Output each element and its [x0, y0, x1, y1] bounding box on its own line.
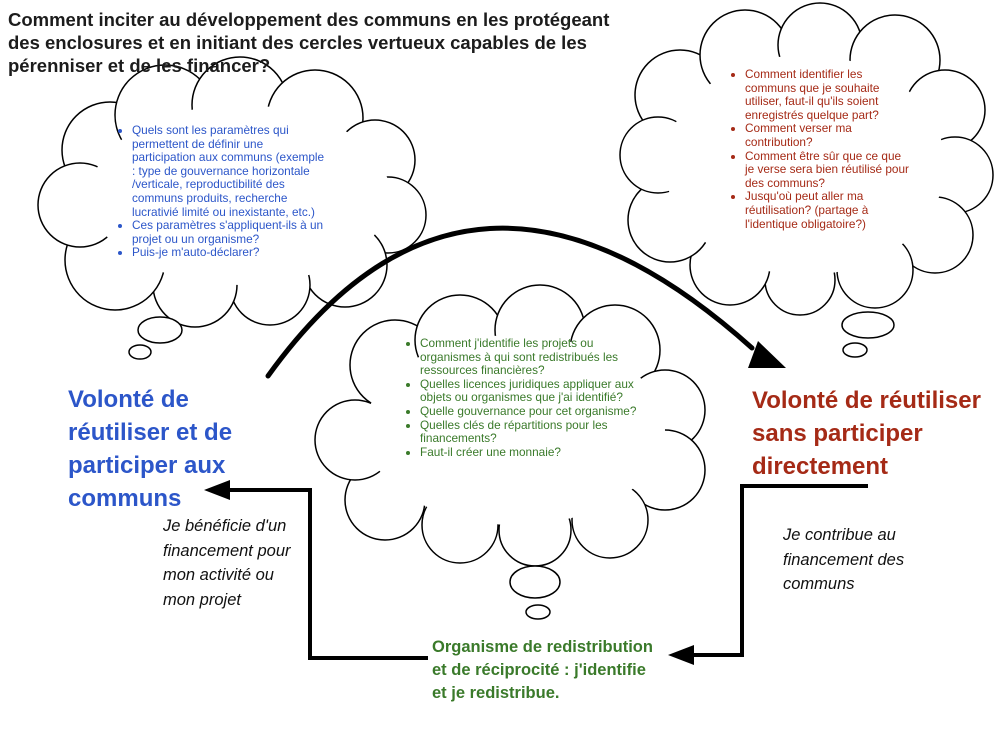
center-question: Quelles clés de répartitions pour les fi… [420, 418, 648, 446]
node-right-label: Volonté de réutiliser sans participer di… [752, 387, 981, 480]
left-flow-arrowhead [204, 480, 230, 500]
right-flow-arrowhead [668, 645, 694, 665]
left-question: Quels sont les paramètres qui permettent… [132, 123, 325, 219]
center-question: Faut-il créer une monnaie? [420, 445, 648, 460]
node-bottom-label: Organisme de redistribution et de récipr… [432, 638, 653, 702]
right-question: Comment identifier les communs que je so… [745, 67, 913, 122]
caption-right: Je contribue au financement des communs [783, 526, 905, 593]
left-flow-arrow [226, 488, 428, 660]
left-question: Ces paramètres s'appliquent-ils à un pro… [132, 218, 325, 246]
right-question: Comment verser ma contribution? [745, 122, 913, 149]
right-question: Jusqu'où peut aller ma réutilisation? (p… [745, 190, 913, 231]
cloud-center [314, 284, 706, 620]
caption-left: Je bénéficie d'un financement pour mon a… [163, 517, 291, 609]
center-question: Comment j'identifie les projets ou organ… [420, 336, 648, 378]
center-question: Quelle gouvernance pour cet organisme? [420, 404, 648, 419]
cloud-center-text: Comment j'identifie les projets ou organ… [398, 336, 648, 460]
cloud-left [37, 56, 427, 360]
cloud-right-text: Comment identifier les communs que je so… [723, 67, 913, 231]
top-curve-arrowhead [748, 341, 786, 368]
right-flow-arrow [690, 484, 868, 657]
right-question: Comment être sûr que ce que je verse ser… [745, 149, 913, 191]
top-curve-arrow [265, 225, 755, 379]
center-question: Quelles licences juridiques appliquer au… [420, 377, 648, 405]
cloud-right [619, 2, 994, 358]
node-left-label: Volonté de réutiliser et de participer a… [68, 386, 233, 512]
page-title: Comment inciter au développement des com… [8, 9, 610, 76]
left-question: Puis-je m'auto-déclarer? [132, 246, 325, 260]
cloud-left-text: Quels sont les paramètres qui permettent… [110, 123, 325, 260]
